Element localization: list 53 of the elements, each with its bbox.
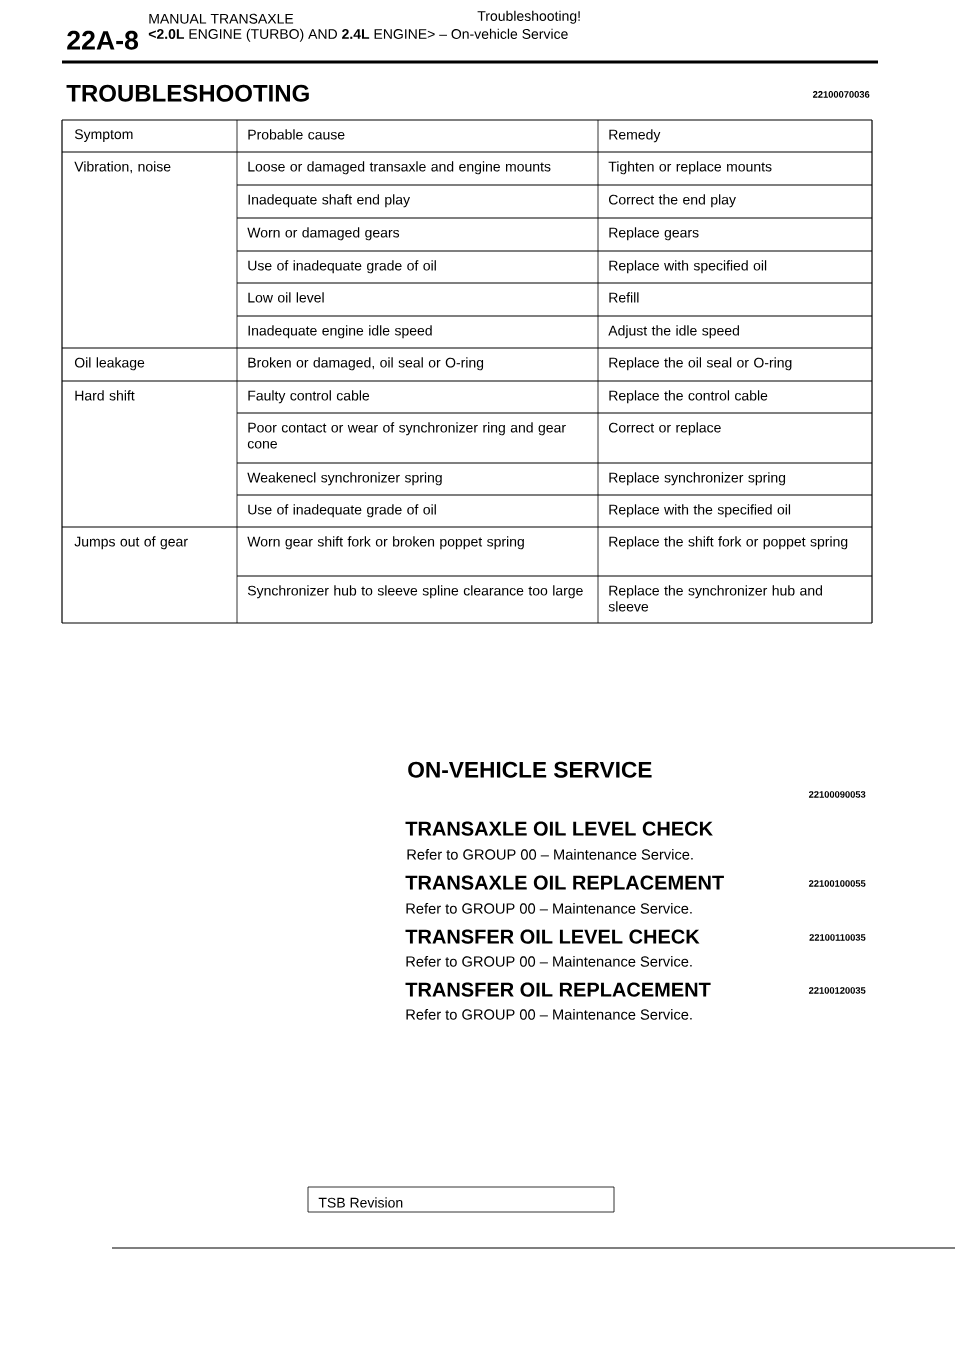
subsection-heading: TRANSAXLE OIL LEVEL CHECK: [405, 821, 713, 836]
page-number: 22A-8: [67, 30, 139, 50]
table-text: Replace the synchronizer hub and sleeve: [608, 585, 822, 612]
header-text: MANUAL TRANSAXLE: [149, 13, 294, 24]
table-text: Worn gear shift fork or broken poppet spring: [247, 536, 524, 550]
body-text: Refer to GROUP 00 – Maintenance Service.: [407, 848, 693, 860]
section-heading: ON-VEHICLE SERVICE: [408, 761, 652, 778]
table-text: Vibration, noise: [74, 161, 171, 174]
table-text: Replace with the specified oil: [609, 504, 791, 518]
table-text: Use of inadequate grade of oil: [248, 260, 436, 274]
table-header: Remedy: [609, 129, 661, 143]
table-text: Poor contact or wear of synchronizer ring and gear cone: [247, 422, 566, 449]
table-text: Synchronizer hub to sleeve spline clearance too large: [247, 585, 583, 599]
table-text: Replace the control cable: [609, 390, 768, 404]
table-text: Hard shift: [75, 390, 135, 401]
table-text: Replace synchronizer spring: [609, 472, 786, 486]
section-code: 22100090053: [808, 791, 866, 798]
section-code: 22100120035: [808, 987, 866, 994]
table-text: Replace the shift fork or poppet spring: [609, 536, 848, 550]
table-text: Adjust the idle speed: [608, 325, 739, 339]
table-text: Replace with specified oil: [609, 260, 767, 274]
table-text: Refill: [609, 292, 639, 303]
table-text: Oil leakage: [74, 357, 145, 371]
subsection-heading: TRANSAXLE OIL REPLACEMENT: [405, 875, 724, 890]
body-text: Refer to GROUP 00 – Maintenance Service.: [406, 956, 692, 967]
table-text: Inadequate engine idle speed: [248, 325, 432, 339]
section-code: 22100100055: [808, 880, 866, 887]
table-text: Inadequate shaft end play: [248, 194, 410, 208]
table-text: Broken or damaged, oil seal or O-ring: [248, 357, 484, 371]
body-text: Refer to GROUP 00 – Maintenance Service.: [406, 1009, 692, 1020]
table-text: Correct or replace: [609, 422, 721, 436]
table-text: Tighten or replace mounts: [608, 161, 772, 175]
table-text: Weakenecl synchronizer spring: [247, 472, 442, 486]
table-text: Replace the oil seal or O-ring: [609, 357, 792, 371]
header-text: <2.0L ENGINE (TURBO) AND 2.4L ENGINE> – On-vehicle Service: [148, 28, 568, 42]
header-text: Troubleshooting!: [477, 10, 580, 24]
table-text: Correct the end play: [609, 194, 736, 208]
subsection-heading: TRANSFER OIL LEVEL CHECK: [405, 929, 700, 944]
table-header: Symptom: [74, 129, 133, 142]
table-header: Probable cause: [248, 129, 345, 140]
table-text: Use of inadequate grade of oil: [248, 504, 436, 518]
table-text: Loose or damaged transaxle and engine mounts: [248, 161, 551, 175]
revision-box: TSB Revision: [307, 1186, 615, 1213]
subsection-heading: TRANSFER OIL REPLACEMENT: [405, 982, 711, 997]
table-text: Jumps out of gear: [74, 536, 188, 550]
table-text: Replace gears: [609, 227, 699, 241]
section-code: 22100070036: [812, 91, 870, 98]
table-text: Low oil level: [248, 292, 324, 303]
page-title: TROUBLESHOOTING: [66, 84, 309, 102]
table-text: Faulty control cable: [248, 390, 370, 404]
body-text: Refer to GROUP 00 – Maintenance Service.: [406, 903, 692, 914]
section-code: 22100110035: [809, 934, 866, 941]
table-text: Worn or damaged gears: [247, 227, 400, 241]
